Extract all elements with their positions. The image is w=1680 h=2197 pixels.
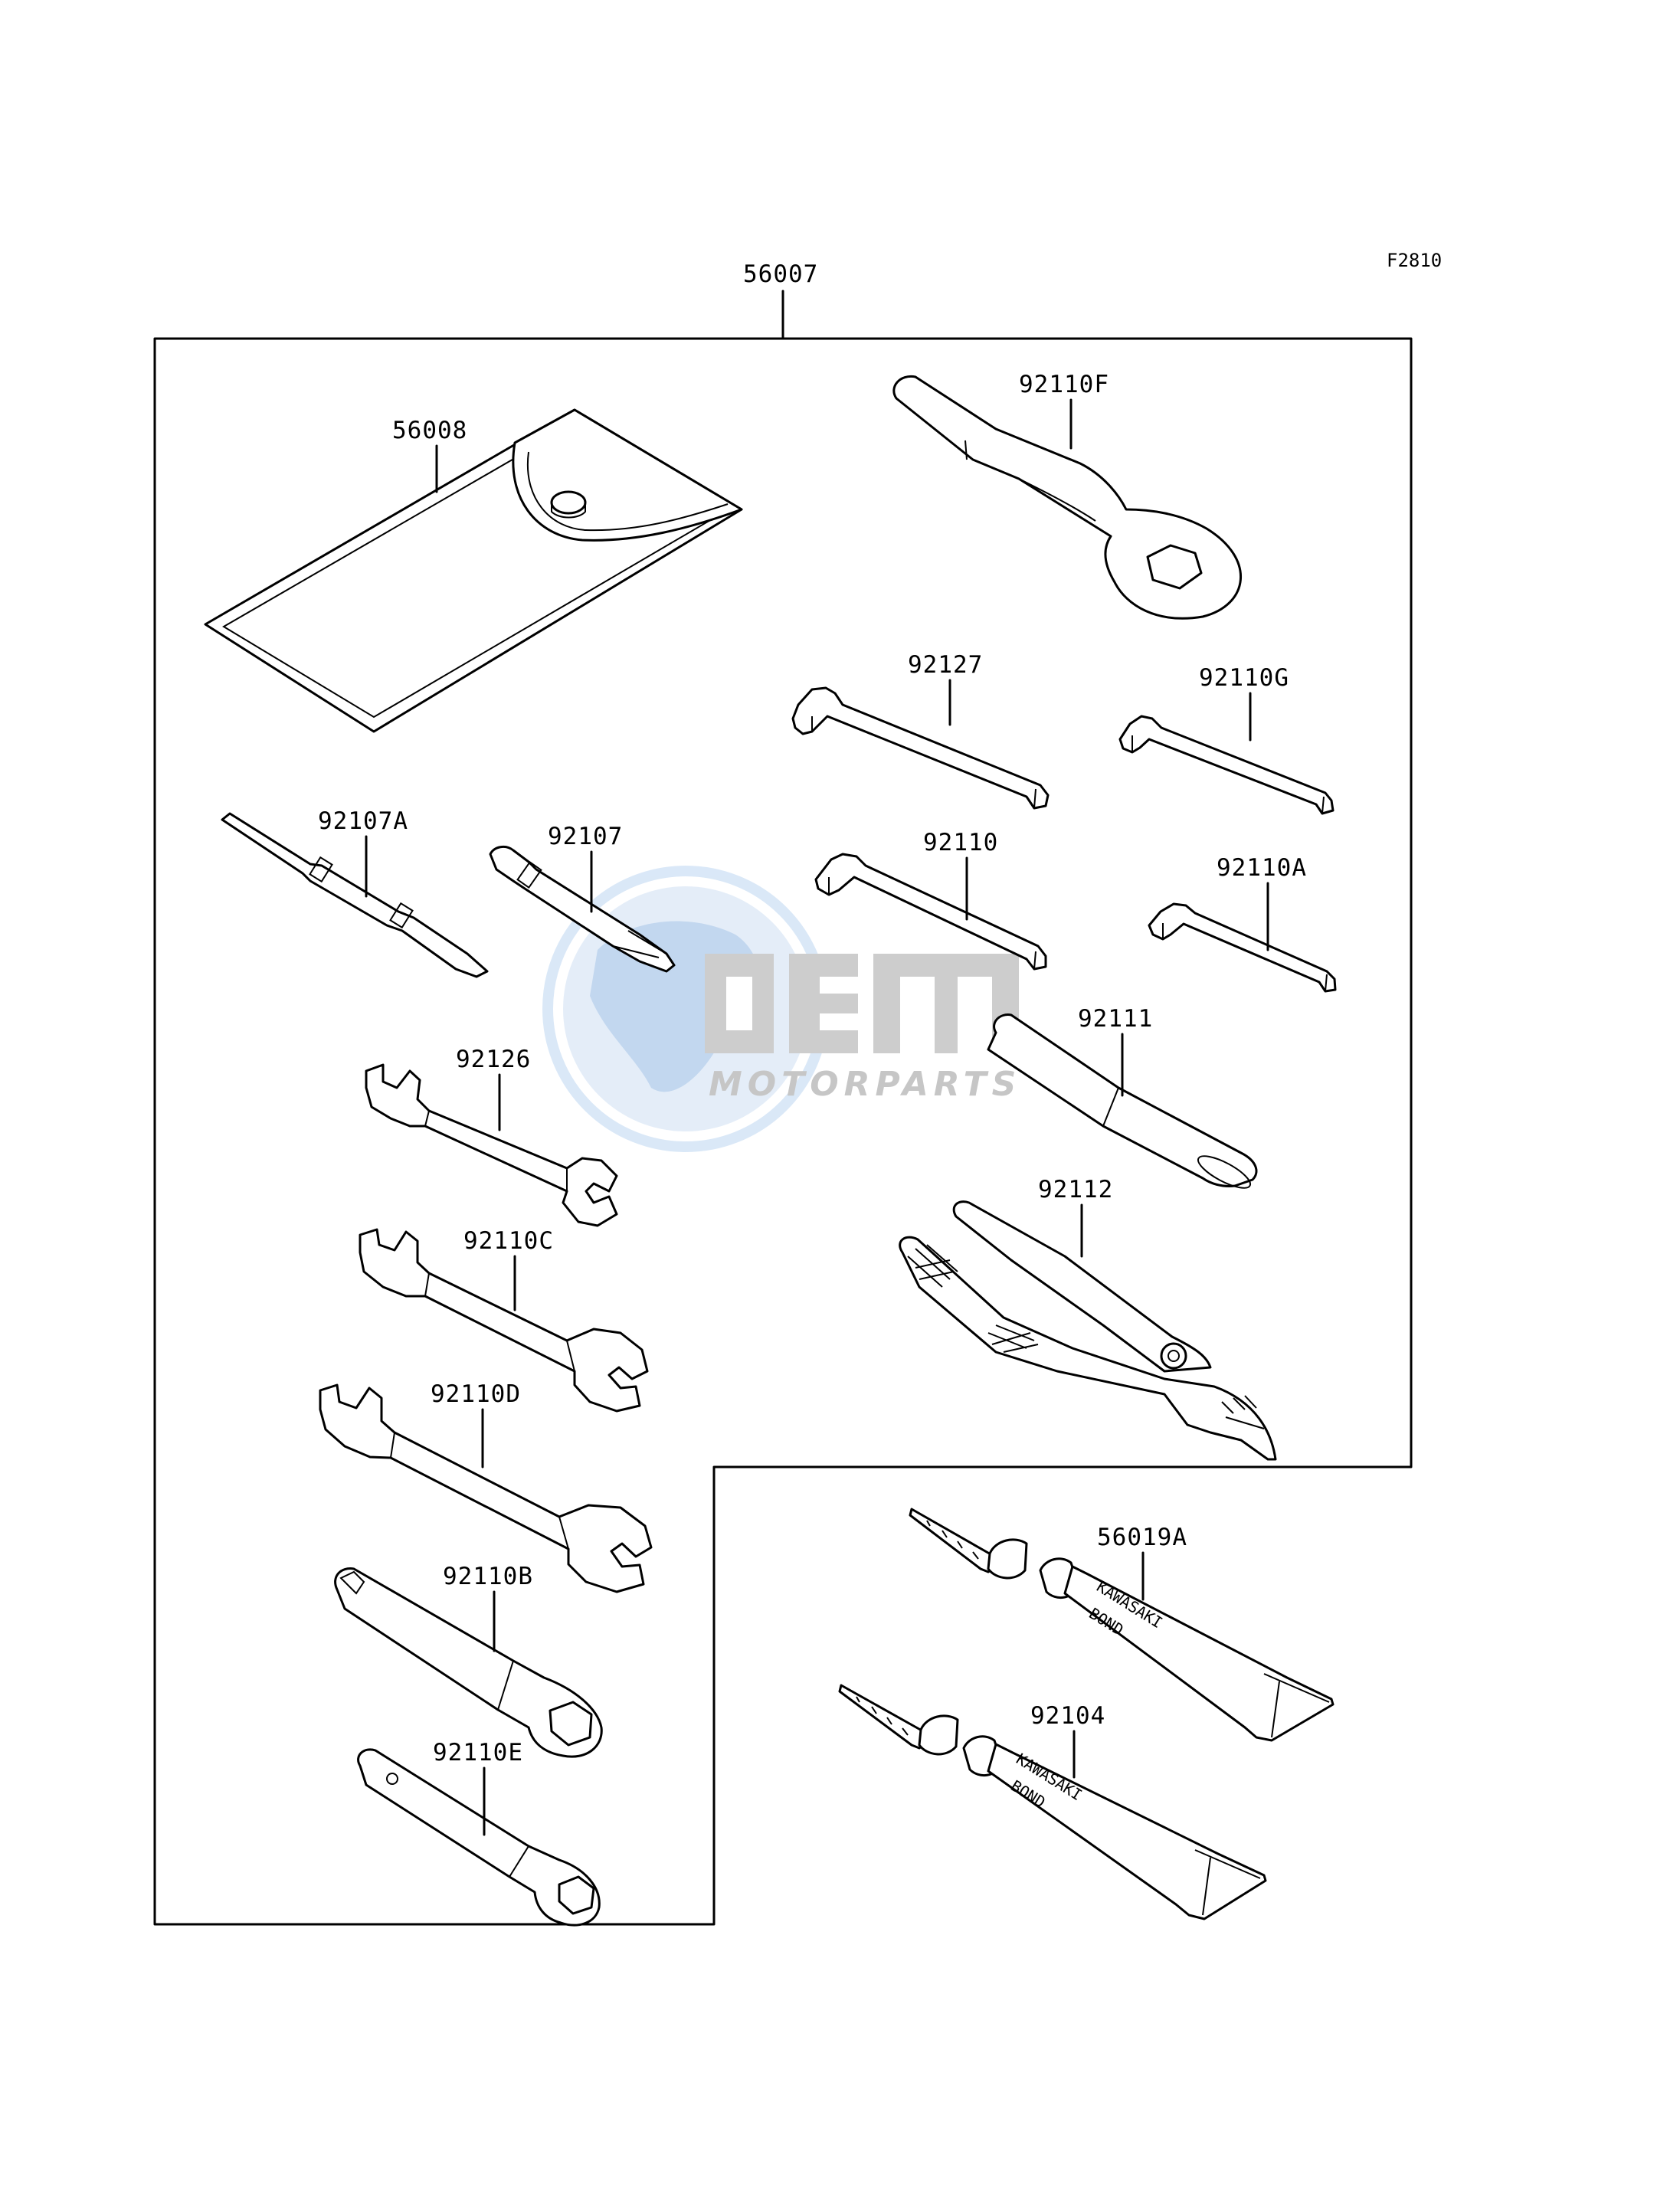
label-56008: 56008 bbox=[392, 417, 467, 444]
hex-key-92110 bbox=[814, 853, 1047, 971]
label-92110G: 92110G bbox=[1199, 664, 1289, 692]
open-end-wrench-92110C bbox=[359, 1228, 649, 1413]
label-92110E: 92110E bbox=[433, 1739, 523, 1766]
hex-key-92127 bbox=[791, 686, 1050, 810]
box-spanner-92110E bbox=[357, 1748, 601, 1927]
label-92110: 92110 bbox=[923, 829, 998, 856]
tool-bag-56008 bbox=[204, 408, 743, 733]
open-end-wrench-92110D bbox=[319, 1383, 653, 1593]
label-92127: 92127 bbox=[908, 651, 983, 679]
screwdriver-bit-92107 bbox=[489, 845, 676, 973]
label-92112: 92112 bbox=[1038, 1176, 1113, 1203]
label-92107A: 92107A bbox=[318, 807, 408, 835]
handle-92111 bbox=[987, 1013, 1258, 1189]
hex-key-92110G bbox=[1118, 715, 1335, 815]
hex-key-92110A bbox=[1148, 902, 1337, 993]
box-spanner-92110B bbox=[334, 1567, 603, 1758]
label-92110F: 92110F bbox=[1019, 371, 1109, 398]
label-92126: 92126 bbox=[456, 1046, 531, 1073]
label-56007: 56007 bbox=[743, 260, 818, 288]
watermark: MOTORPARTS bbox=[542, 866, 1021, 1152]
bond-tube-56019A: KAWASAKI BOND bbox=[909, 1508, 1335, 1742]
figure-code: F2810 bbox=[1387, 250, 1442, 271]
label-92110A: 92110A bbox=[1217, 854, 1307, 882]
watermark-tagline: MOTORPARTS bbox=[709, 1065, 1021, 1104]
label-56019A: 56019A bbox=[1097, 1524, 1187, 1551]
pliers-92112 bbox=[899, 1200, 1277, 1461]
label-92110C: 92110C bbox=[463, 1227, 554, 1255]
label-92110B: 92110B bbox=[443, 1563, 533, 1590]
label-92111: 92111 bbox=[1078, 1005, 1153, 1033]
watermark-letter-e bbox=[789, 954, 858, 1053]
kit-outline bbox=[153, 337, 1413, 1926]
open-end-wrench-92126 bbox=[365, 1063, 618, 1227]
label-92107: 92107 bbox=[548, 823, 623, 850]
screwdriver-bit-92107A bbox=[221, 812, 489, 978]
label-92110D: 92110D bbox=[431, 1380, 521, 1408]
watermark-logo bbox=[705, 954, 1019, 1053]
label-92104: 92104 bbox=[1030, 1702, 1105, 1730]
box-wrench-92110F bbox=[892, 375, 1243, 620]
